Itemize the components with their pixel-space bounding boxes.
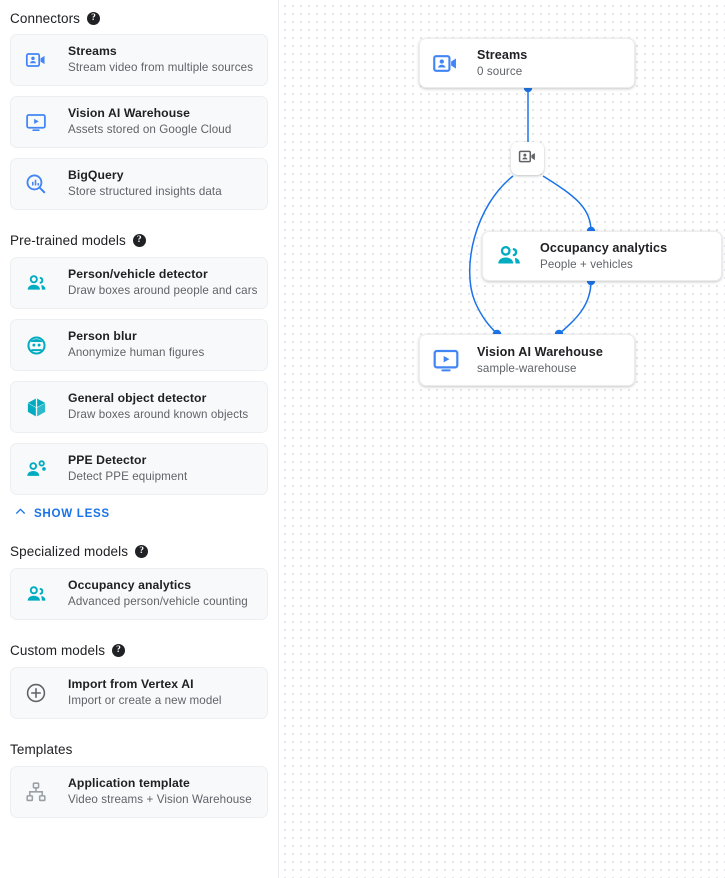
edge-layer (468, 83, 596, 339)
monitor-play-icon (25, 111, 55, 133)
people-icon (495, 242, 529, 270)
cube-box-icon (25, 396, 55, 419)
node-subtitle: People + vehicles (540, 258, 633, 271)
node-title: Occupancy analytics (540, 241, 668, 255)
people-icon (25, 272, 55, 295)
monitor-play-icon (432, 346, 466, 374)
show-less-label: SHOW LESS (34, 506, 110, 520)
section-header-custom-models: Custom models ? (10, 643, 268, 658)
card-subtitle: Store structured insights data (68, 185, 222, 198)
plus-circle-icon (25, 682, 55, 704)
card-subtitle: Import or create a new model (68, 694, 222, 707)
node-streams[interactable]: Streams 0 source (419, 38, 635, 88)
show-less-button[interactable]: SHOW LESS (14, 505, 268, 521)
template-card-application-template[interactable]: Application template Video streams + Vis… (10, 766, 268, 818)
node-subtitle: sample-warehouse (477, 362, 577, 375)
person-blur-face-icon (25, 334, 55, 357)
section-title: Pre-trained models (10, 233, 126, 248)
section-title: Connectors (10, 11, 81, 26)
bigquery-search-chart-icon (25, 173, 55, 195)
model-card-occupancy-analytics[interactable]: Occupancy analytics Advanced person/vehi… (10, 568, 268, 620)
ppe-person-gear-icon (25, 458, 55, 481)
card-subtitle: Draw boxes around people and cars (68, 284, 258, 297)
video-camera-account-icon (432, 50, 466, 77)
card-title: General object detector (68, 391, 207, 405)
model-card-person-vehicle-detector[interactable]: Person/vehicle detector Draw boxes aroun… (10, 257, 268, 309)
node-subtitle: 0 source (477, 65, 523, 78)
section-title: Templates (10, 742, 73, 757)
card-title: PPE Detector (68, 453, 147, 467)
help-icon[interactable]: ? (87, 12, 101, 25)
component-sidebar: Connectors ? Streams Stream video from m… (0, 0, 279, 878)
help-icon[interactable]: ? (112, 644, 126, 657)
card-title: Application template (68, 776, 190, 790)
hierarchy-template-icon (25, 781, 55, 803)
model-card-import-from-vertex-ai[interactable]: Import from Vertex AI Import or create a… (10, 667, 268, 719)
card-title: Occupancy analytics (68, 578, 192, 592)
section-header-specialized-models: Specialized models ? (10, 544, 268, 559)
card-subtitle: Advanced person/vehicle counting (68, 595, 248, 608)
chevron-up-icon (14, 505, 27, 521)
card-title: Vision AI Warehouse (68, 106, 190, 120)
card-title: Person blur (68, 329, 137, 343)
edge-occupancy-to-warehouse (558, 280, 592, 335)
video-camera-account-icon (25, 49, 55, 71)
card-title: Person/vehicle detector (68, 267, 208, 281)
model-card-ppe-detector[interactable]: PPE Detector Detect PPE equipment (10, 443, 268, 495)
edge-badge-to-warehouse (468, 175, 514, 335)
card-subtitle: Detect PPE equipment (68, 470, 188, 483)
card-subtitle: Draw boxes around known objects (68, 408, 249, 421)
model-card-general-object-detector[interactable]: General object detector Draw boxes aroun… (10, 381, 268, 433)
card-subtitle: Assets stored on Google Cloud (68, 123, 232, 136)
video-camera-account-icon (518, 147, 537, 171)
node-occupancy-analytics[interactable]: Occupancy analytics People + vehicles (482, 231, 722, 281)
section-title: Custom models (10, 643, 106, 658)
card-subtitle: Video streams + Vision Warehouse (68, 793, 252, 806)
help-icon[interactable]: ? (132, 234, 146, 247)
card-title: Import from Vertex AI (68, 677, 194, 691)
card-title: Streams (68, 44, 117, 58)
node-vision-ai-warehouse[interactable]: Vision AI Warehouse sample-warehouse (419, 334, 635, 386)
connector-card-bigquery[interactable]: BigQuery Store structured insights data (10, 158, 268, 210)
help-icon[interactable]: ? (135, 545, 149, 558)
node-stream-badge[interactable] (511, 142, 544, 175)
edge-badge-to-occupancy (542, 175, 592, 232)
connector-card-vision-ai-warehouse[interactable]: Vision AI Warehouse Assets stored on Goo… (10, 96, 268, 148)
section-header-templates: Templates (10, 742, 268, 757)
node-title: Streams (477, 48, 528, 62)
node-title: Vision AI Warehouse (477, 345, 603, 359)
people-icon (25, 583, 55, 606)
card-title: BigQuery (68, 168, 124, 182)
section-title: Specialized models (10, 544, 129, 559)
connector-card-streams[interactable]: Streams Stream video from multiple sourc… (10, 34, 268, 86)
card-subtitle: Stream video from multiple sources (68, 61, 254, 74)
graph-canvas[interactable]: Streams 0 source (279, 0, 725, 878)
card-subtitle: Anonymize human figures (68, 346, 205, 359)
model-card-person-blur[interactable]: Person blur Anonymize human figures (10, 319, 268, 371)
section-header-pretrained-models: Pre-trained models ? (10, 233, 268, 248)
section-header-connectors: Connectors ? (10, 11, 268, 26)
